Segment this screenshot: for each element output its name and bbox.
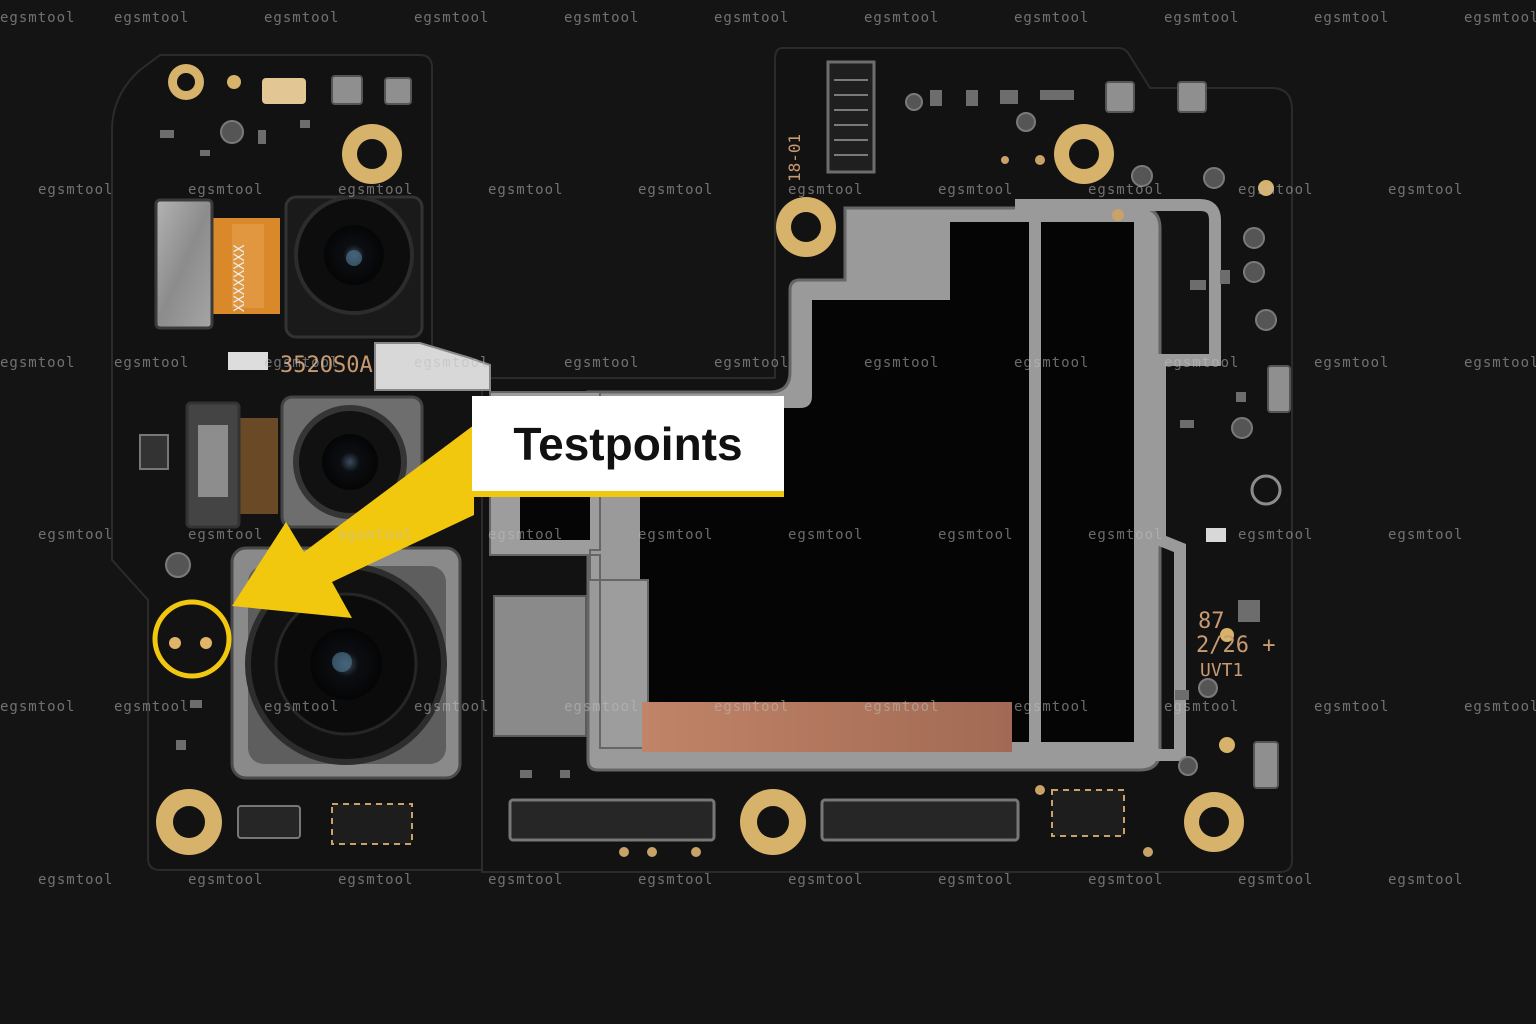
board-connector <box>820 798 1020 842</box>
rf-shield <box>1015 199 1221 761</box>
testpoint-pad <box>169 637 181 649</box>
mic-pad <box>262 78 306 104</box>
bracket <box>374 342 491 391</box>
metal-block <box>154 198 214 330</box>
testpoint-circle <box>152 599 232 679</box>
board-code-right-3: UVT1 <box>1200 660 1243 681</box>
board-code: 352OS0A <box>280 353 373 378</box>
callout-text: Testpoints <box>513 417 743 470</box>
board-connector <box>237 805 301 839</box>
arrow-icon <box>232 425 474 618</box>
copper-plate <box>642 702 1012 752</box>
board-code-right-2: 2/26 + <box>1196 633 1275 658</box>
board-connector <box>508 798 716 842</box>
board-code-right-1: 87 <box>1198 609 1225 634</box>
small-gold-dot <box>227 75 1282 753</box>
flex-marking: XXXXXXXX <box>232 244 248 312</box>
board-code-vertical: 18-01 <box>785 134 804 182</box>
testpoint-pad <box>200 637 212 649</box>
callout-label: Testpoints <box>472 396 784 497</box>
